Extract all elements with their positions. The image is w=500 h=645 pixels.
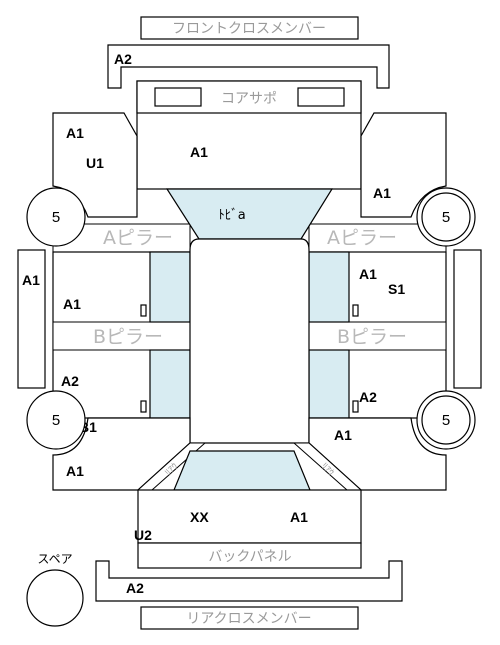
rear-bumper (95, 560, 403, 602)
back-panel-label: バックパネル (208, 549, 291, 565)
left-headlight (154, 87, 202, 107)
tire-front-left-label: 5 (52, 209, 60, 226)
tire-front-right: 5 (416, 187, 476, 247)
front-bumper-code: A2 (114, 51, 132, 67)
trunk-panel (137, 489, 362, 544)
front-left-fender-code-u: U1 (86, 155, 104, 171)
right-rear-window (308, 349, 350, 419)
roof-panel (189, 238, 310, 444)
left-rocker-code: A1 (22, 272, 40, 288)
b-pillar-left-label: Bピラー (93, 326, 163, 348)
left-front-window (149, 251, 191, 323)
core-support-label: コアサポ (221, 91, 277, 107)
right-front-door-handle (352, 304, 359, 317)
rear-window (173, 450, 311, 491)
front-left-fender-code-a: A1 (66, 125, 84, 141)
rear-bumper-code: A2 (126, 580, 144, 596)
spare-tire (26, 569, 84, 627)
front-right-door-code-s: S1 (388, 281, 405, 297)
tire-front-right-label: 5 (442, 209, 450, 226)
left-rear-window (149, 349, 191, 419)
front-cross-member-box (140, 16, 359, 40)
front-right-fender (360, 112, 447, 218)
rear-cross-member-label: リアクロスメンバー (186, 611, 311, 627)
b-pillar-left-band (52, 321, 191, 351)
right-headlight (297, 87, 345, 107)
tire-rear-right: 5 (416, 390, 476, 450)
tire-rear-right-label: 5 (442, 412, 450, 429)
front-cross-member-label: フロントクロスメンバー (172, 21, 326, 37)
left-front-door-handle (140, 304, 147, 317)
right-front-window (308, 251, 350, 323)
rear-cross-member-box (140, 606, 359, 630)
a-pillar-left-label: Aピラー (103, 227, 173, 249)
rear-left-quarter-code: A1 (66, 463, 84, 479)
tire-rear-left-label: 5 (52, 412, 60, 429)
front-right-fender-code: A1 (373, 185, 391, 201)
hood-code: A1 (190, 144, 208, 160)
trunk-code-u: U2 (134, 527, 152, 543)
rear-right-quarter (308, 417, 447, 491)
windshield (165, 188, 334, 240)
rear-right-door-code: A2 (359, 389, 377, 405)
b-pillar-right-band (308, 321, 447, 351)
trunk-code-left: XX (190, 509, 209, 525)
right-rear-door-handle (352, 400, 359, 413)
back-panel (137, 542, 362, 569)
tire-front-left: 5 (26, 187, 86, 247)
right-rocker-panel (453, 249, 482, 389)
windshield-label: ﾄﾋﾞa (218, 208, 245, 223)
front-bumper (107, 44, 390, 89)
front-left-door-code: A1 (63, 296, 81, 312)
a-pillar-right-label: Aピラー (327, 227, 397, 249)
left-rear-door-handle (140, 400, 147, 413)
rear-left-door-code-a: A2 (61, 373, 79, 389)
left-rocker-panel (17, 249, 46, 389)
b-pillar-right-label: Bピラー (337, 326, 407, 348)
spare-label: スペア (37, 552, 72, 566)
front-right-door-code-a: A1 (359, 266, 377, 282)
rear-right-quarter-code: A1 (334, 427, 352, 443)
trunk-code-right: A1 (290, 509, 308, 525)
tire-rear-left: 5 (26, 390, 86, 450)
